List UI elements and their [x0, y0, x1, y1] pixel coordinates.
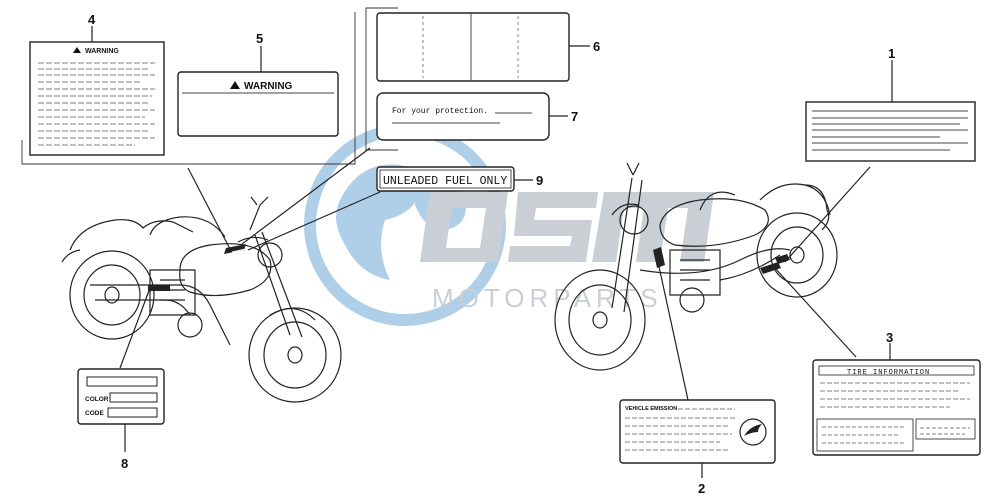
motorcycle-right	[554, 162, 838, 371]
fuel-tank-label-mark	[224, 244, 247, 254]
warning-triangle-icon	[230, 81, 240, 89]
label-8-color-code: COLOR CODE	[77, 368, 165, 425]
callout-6: 6	[593, 39, 600, 54]
label-8-color: COLOR	[85, 396, 109, 403]
label-7-protection: For your protection.	[376, 92, 550, 141]
frame-label-mark-right	[653, 247, 665, 268]
label-8-code: CODE	[85, 410, 104, 417]
callout-4: 4	[88, 12, 96, 27]
bracket-right-group	[365, 7, 398, 151]
label-4-warning: WARNING	[29, 41, 165, 156]
motorcycle-left	[61, 196, 342, 403]
callout-3: 3	[886, 330, 893, 345]
callout-2: 2	[698, 481, 705, 496]
callout-9: 9	[536, 173, 543, 188]
callout-7: 7	[571, 109, 578, 124]
label-9-text: UNLEADED FUEL ONLY	[383, 175, 507, 188]
label-7-text: For your protection.	[392, 107, 488, 116]
frame-label-mark	[148, 285, 170, 291]
label-3-title: TIRE INFORMATION	[847, 369, 930, 377]
swingarm-label-mark	[760, 254, 790, 274]
label-3-tire-info: TIRE INFORMATION	[812, 359, 981, 456]
callout-1: 1	[888, 46, 895, 61]
bracket-left-group	[21, 12, 356, 165]
label-4-title: WARNING	[85, 48, 119, 55]
watermark-subtitle: MOTORPARTS	[432, 283, 663, 313]
warning-triangle-icon	[73, 47, 81, 53]
label-6	[376, 12, 570, 82]
callout-5: 5	[256, 31, 263, 46]
watermark-brand	[420, 192, 714, 262]
honda-wing-icon	[739, 418, 767, 446]
callout-8: 8	[121, 456, 128, 471]
label-2-title: VEHICLE EMISSION	[625, 406, 677, 412]
watermark: MOTORPARTS	[304, 124, 714, 326]
label-1	[805, 101, 976, 162]
label-5-title: WARNING	[244, 81, 293, 92]
label-9-fuel: UNLEADED FUEL ONLY	[376, 166, 515, 192]
label-2-emission: VEHICLE EMISSION	[619, 399, 776, 464]
label-5-warning: WARNING	[177, 71, 339, 137]
